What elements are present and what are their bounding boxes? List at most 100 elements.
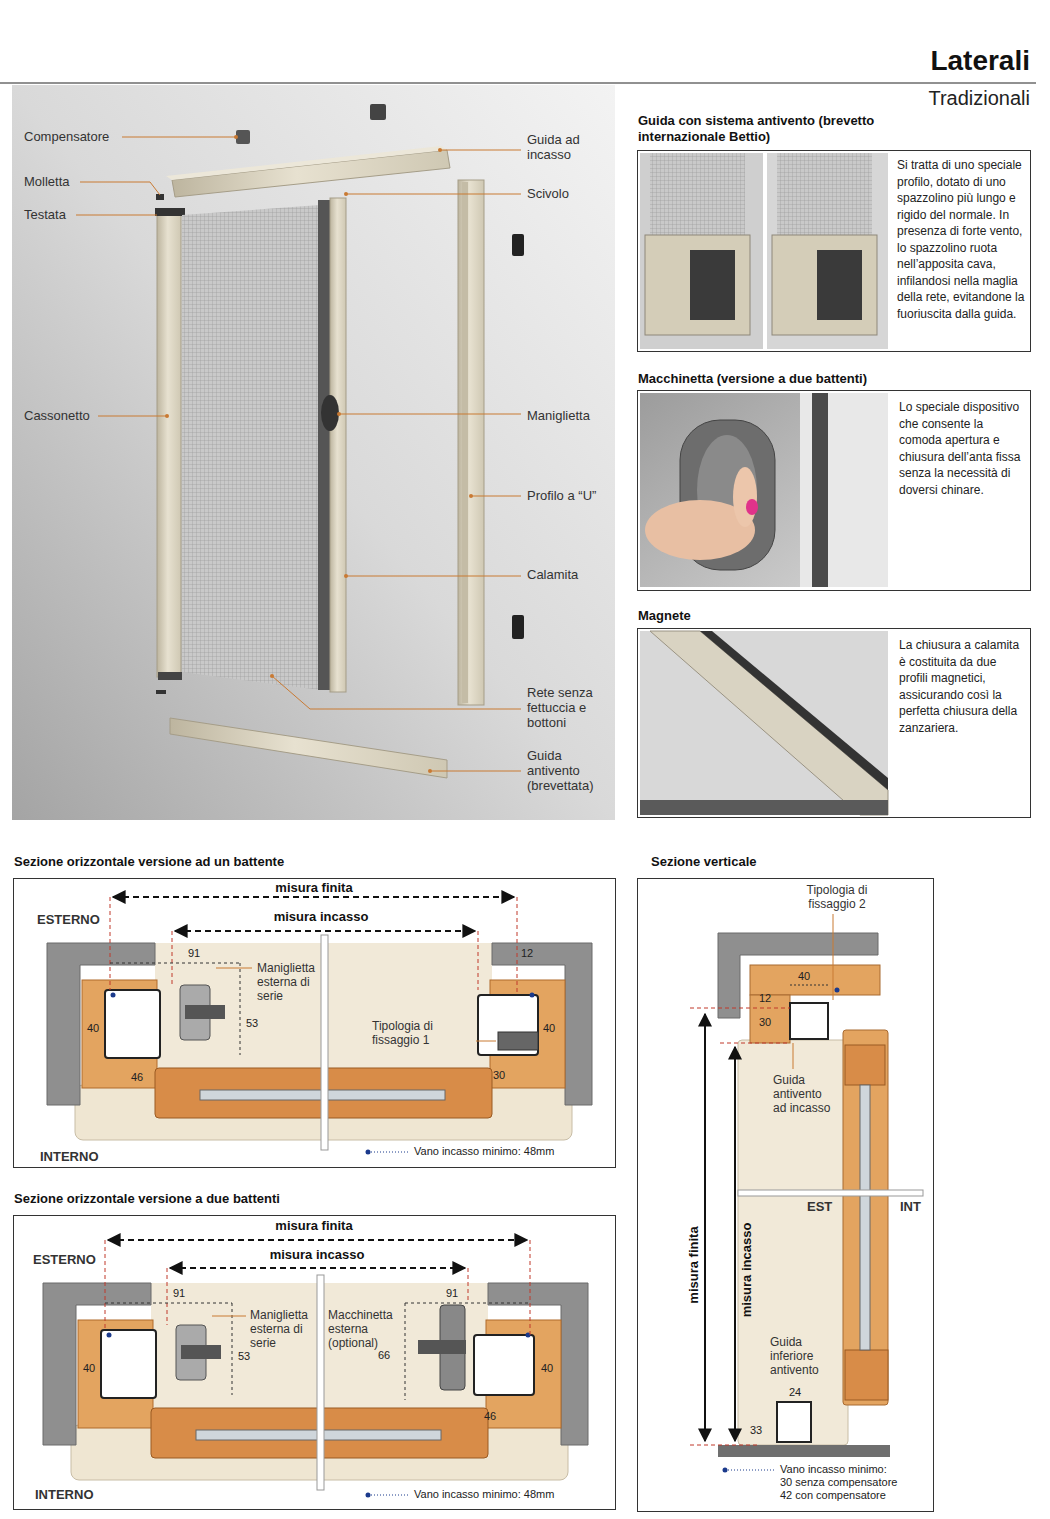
section2-dimensions [105,1240,530,1400]
fixing-symbol [498,1032,538,1050]
section2-dimensions [108,1239,527,1241]
vertical-section [738,1040,848,1445]
section-panel: Sezione orizzontale versione ad un batte… [13,854,616,1168]
callout-text: Maniglietta esterna di serie [250,1308,314,1350]
latch-symbol [418,1305,466,1390]
side-label: INTERNO [40,1149,99,1164]
section1-dimensions [113,896,514,898]
vertical-dimensions [704,1014,706,1441]
page-title: Laterali [930,44,1030,78]
note-text: Vano incasso minimo: 48mm [414,1488,554,1501]
panel-heading: Sezione orizzontale versione a due batte… [14,1191,604,1207]
part-name: Cassonetto [24,408,90,423]
part-name: Maniglietta [527,408,590,423]
leader-dots [165,135,473,773]
panel-heading: Magnete [638,608,1028,624]
panel-heading: Guida con sistema antivento (brevetto in… [638,113,878,145]
callout-text: Tipologia di fissaggio 1 [372,1019,472,1047]
leader-dots [344,192,348,196]
section1-dimensions [175,930,475,932]
panel-body-text: La chiusura a calamita è costituita da d… [899,637,1028,736]
leader-dots [438,148,442,152]
dimension-value: 66 [378,1349,390,1362]
vertical-dimensions [690,1445,760,1446]
horizontal-section-base [321,935,328,1150]
dimension-value: 24 [789,1386,801,1399]
part-name: Molletta [24,174,70,189]
vertical-section [843,1030,888,1405]
dimension-value: 40 [798,970,810,983]
handle-symbol [176,1316,246,1380]
section2-dimensions [105,1240,106,1330]
vertical-section [845,1350,888,1400]
section1-dimensions [110,963,240,964]
panel-frame: Si tratta di uno speciale profilo, dotat… [637,150,1031,352]
dimension-value: 33 [750,1424,762,1437]
vertical-section [790,1003,828,1039]
section2-dimensions [170,1267,465,1269]
vertical-dimensions [725,1470,776,1471]
section1-dimensions [172,931,173,985]
latch-photo [640,393,888,587]
header-rule [0,83,1036,84]
exploded-view [170,718,447,778]
exploded-view [462,182,468,703]
magnet-photo [640,631,888,815]
exploded-view [321,395,339,431]
side-label: ESTERNO [37,912,100,927]
fixing-symbol [476,1041,496,1042]
note-leader [366,1150,371,1155]
dimension-value: 91 [188,947,200,960]
latch-photo [640,393,888,587]
dimension-label: misura incasso [739,1223,754,1318]
callout-text: Guida antivento ad incasso [773,1073,838,1115]
magnet-photo [650,631,888,815]
header-rule [0,83,1036,84]
brush-guide-photo [767,153,888,349]
note-leader [366,1493,371,1498]
section1-dimensions [240,963,241,1055]
leader-dots [428,769,432,773]
leader-lines [440,150,521,151]
dimension-value: 53 [238,1350,250,1363]
fixing-symbol [216,968,252,969]
section1-dimensions [478,931,479,990]
note-leader [368,1495,410,1496]
exploded-view [12,85,615,820]
section1-dimensions [517,897,518,995]
brush-guide-photo [650,153,745,243]
part-name: Profilo a “U” [527,488,596,503]
horizontal-section-base [105,990,160,1058]
leader-dots [469,494,473,498]
vertical-section [860,1085,870,1350]
part-name: Scivolo [527,186,569,201]
callout-text: Tipologia di fissaggio 2 [792,883,882,911]
handle-symbol [181,1345,221,1359]
vertical-section [835,988,840,993]
note-leader [368,1152,410,1153]
note-text: Vano incasso minimo: 48mm [414,1145,554,1158]
exploded-view [156,690,166,694]
dimension-label: misura finita [272,880,355,895]
dimension-value: 30 [759,1016,771,1029]
leader-lines [80,182,160,195]
exploded-view [512,234,524,256]
panel-heading: Sezione orizzontale versione ad un batte… [14,854,604,870]
leader-lines [339,414,521,415]
exploded-view [155,208,185,216]
part-name: Testata [24,207,66,222]
panel-heading: Macchinetta (versione a due battenti) [638,371,1028,387]
vertical-dimensions [690,914,833,1473]
exploded-view [157,212,181,677]
dimension-value: 40 [83,1362,95,1375]
leader-dots [344,574,348,578]
brush-guide-photo [645,235,750,335]
leader-lines [272,676,521,709]
leader-lines [122,137,236,138]
leader-lines [346,194,521,195]
note-text: Vano incasso minimo: 30 senza compensato… [780,1463,898,1502]
vertical-section [718,1445,890,1457]
vertical-dimensions [734,1047,736,1441]
leader-lines [76,137,521,771]
